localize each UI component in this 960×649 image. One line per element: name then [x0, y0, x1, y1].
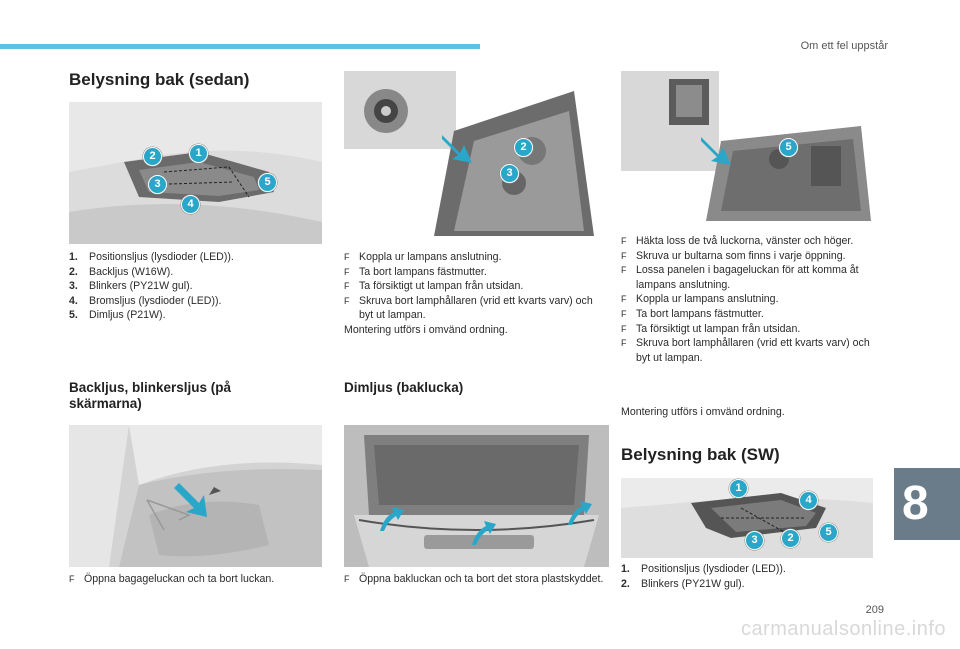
heading-sedan: Belysning bak (sedan)	[69, 70, 250, 89]
figure-sedan-rear-light: 2 1 3 5 4	[69, 102, 322, 244]
list-item: 2.Backljus (W16W).	[69, 265, 174, 278]
accent-bar	[0, 44, 480, 49]
arrow-up-icon	[566, 501, 592, 527]
callout-2: 2	[514, 137, 533, 157]
figure-tailgate-cover	[344, 425, 609, 567]
heading-sw: Belysning bak (SW)	[621, 445, 780, 464]
callout-1: 1	[729, 478, 748, 498]
callout-1: 1	[189, 143, 208, 163]
heading-dimljus: Dimljus (baklucka)	[344, 380, 464, 395]
arrow-icon	[701, 131, 737, 167]
callout-5: 5	[819, 522, 838, 542]
callout-4: 4	[799, 490, 818, 510]
callout-3: 3	[745, 530, 764, 550]
list-item: 4.Bromsljus (lysdioder (LED)).	[69, 294, 222, 307]
callout-2: 2	[143, 146, 162, 166]
heading-backljus: Backljus, blinkersljus (på skärmarna)	[69, 380, 232, 411]
watermark: carmanualsonline.info	[740, 618, 946, 640]
list-item: 5.Dimljus (P21W).	[69, 309, 166, 322]
assembly-note: Montering utförs i omvänd ordning.	[621, 406, 785, 418]
figure-trunk-side-cover	[69, 425, 322, 567]
sw-light-list: 1.Positionsljus (lysdioder (LED)). 2.Bli…	[621, 562, 873, 591]
arrow-icon	[174, 480, 214, 520]
callout-3: 3	[148, 174, 167, 194]
callout-3: 3	[500, 163, 519, 183]
list-item: 1.Positionsljus (lysdioder (LED)).	[69, 251, 234, 263]
callout-2: 2	[781, 528, 800, 548]
figure-sw-rear-light: 1 4 5 3 2	[621, 478, 873, 558]
chapter-tab: 8	[894, 468, 960, 540]
callout-5: 5	[779, 137, 798, 157]
figure-tailgate-panel: 5	[621, 71, 873, 226]
callout-4: 4	[181, 194, 200, 214]
list-item: 3.Blinkers (PY21W gul).	[69, 280, 193, 293]
list-item: 2.Blinkers (PY21W gul).	[621, 577, 745, 590]
callout-5: 5	[258, 172, 277, 192]
figure-lamp-holder: 2 3	[344, 71, 609, 236]
list-item: 1.Positionsljus (lysdioder (LED)).	[621, 563, 786, 575]
arrow-icon	[442, 129, 478, 165]
sedan-light-list: 1.Positionsljus (lysdioder (LED)). 2.Bac…	[69, 250, 324, 323]
assembly-note: Montering utförs i omvänd ordning.	[344, 324, 508, 336]
page-number: 209	[865, 604, 884, 616]
section-header: Om ett fel uppstår	[800, 40, 888, 52]
arrow-up-icon	[470, 521, 496, 547]
arrow-up-icon	[378, 507, 404, 533]
